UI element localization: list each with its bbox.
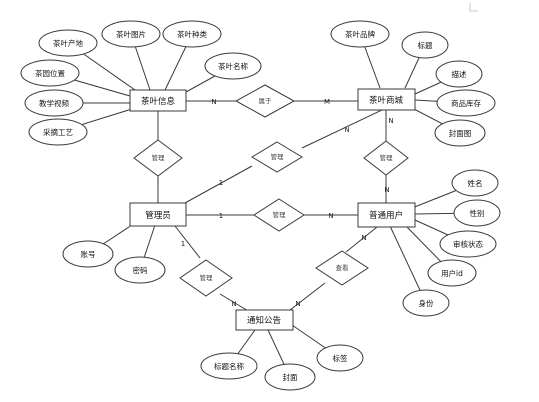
entity-tea-mall-label: 茶叶商城 xyxy=(369,95,404,106)
attr-tea-type: 茶叶种类 xyxy=(162,20,222,48)
relationship-manage-info-label: 管理 xyxy=(152,153,166,162)
card-mall-manage: N xyxy=(344,126,349,134)
card-notice-right: N xyxy=(295,300,300,308)
card-info-belongs: N xyxy=(211,98,216,106)
svg-text:封面图: 封面图 xyxy=(449,128,472,138)
card-user-view: N xyxy=(361,234,366,242)
attr-garden-location: 茶园位置 xyxy=(20,59,80,87)
entity-tea-info-label: 茶叶信息 xyxy=(141,96,176,107)
svg-text:账号: 账号 xyxy=(81,250,96,259)
svg-text:姓名: 姓名 xyxy=(468,178,483,188)
attr-stock: 商品库存 xyxy=(436,89,496,117)
relationship-manage-notice-label: 管理 xyxy=(200,273,214,282)
attr-notice-cover: 封面 xyxy=(264,363,316,391)
card-admin-mall: 1 xyxy=(219,179,223,187)
card-admin-user-1: 1 xyxy=(219,212,223,220)
cardinality-labels: N M N 1 1 N N N N 1 N N xyxy=(181,98,394,308)
attr-user-id: 用户id xyxy=(427,259,477,287)
attr-name: 姓名 xyxy=(451,169,499,197)
attr-cover-image: 封面图 xyxy=(434,119,486,147)
attr-description: 描述 xyxy=(435,60,483,88)
card-notice-left: N xyxy=(231,300,236,308)
relationship-belongs: 属于 xyxy=(234,84,296,118)
card-admin-user-n: N xyxy=(328,212,333,220)
relationship-belongs-label: 属于 xyxy=(259,97,273,105)
svg-text:封面: 封面 xyxy=(283,372,298,382)
relationship-manage-info: 管理 xyxy=(133,139,183,177)
svg-text:商品库存: 商品库存 xyxy=(451,98,481,108)
attr-picking-process: 采摘工艺 xyxy=(28,118,88,146)
relationship-manage-user-mall-label: 管理 xyxy=(380,153,394,162)
svg-text:茶叶产地: 茶叶产地 xyxy=(53,38,83,48)
attr-teaching-video: 教学视频 xyxy=(24,89,84,117)
svg-text:标题: 标题 xyxy=(418,40,433,50)
entity-tea-mall: 茶叶商城 xyxy=(357,88,416,111)
attr-tea-brand: 茶叶品牌 xyxy=(330,20,390,48)
entity-user: 普通用户 xyxy=(357,202,416,228)
attr-gender: 性别 xyxy=(453,199,501,227)
card-admin-notice: 1 xyxy=(181,240,185,248)
card-mall-user-bottom: N xyxy=(384,186,389,194)
entity-tea-info: 茶叶信息 xyxy=(129,89,187,112)
entity-admin-label: 管理员 xyxy=(145,210,171,221)
attr-account: 账号 xyxy=(62,240,114,268)
entity-user-label: 普通用户 xyxy=(369,210,403,221)
attr-password: 密码 xyxy=(114,256,166,284)
relationship-view: 查看 xyxy=(315,250,369,286)
entity-notice-label: 通知公告 xyxy=(247,315,281,326)
entity-admin: 管理员 xyxy=(129,202,187,227)
relationship-manage-user-mall: 管理 xyxy=(363,140,409,176)
attr-tag: 标签 xyxy=(316,344,364,372)
attr-mall-title: 标题 xyxy=(401,31,449,59)
relationship-manage-notice: 管理 xyxy=(179,259,233,297)
relationship-manage-user: 管理 xyxy=(253,198,305,232)
svg-text:审核状态: 审核状态 xyxy=(453,239,483,249)
svg-text:采摘工艺: 采摘工艺 xyxy=(43,127,73,137)
attr-identity: 身份 xyxy=(402,289,450,317)
svg-text:茶园位置: 茶园位置 xyxy=(35,68,65,78)
svg-text:标签: 标签 xyxy=(333,353,348,363)
relationship-manage-mall: 管理 xyxy=(251,141,303,173)
relationship-manage-user-label: 管理 xyxy=(273,210,287,219)
svg-text:茶叶种类: 茶叶种类 xyxy=(177,29,207,39)
svg-text:教学视频: 教学视频 xyxy=(39,98,69,108)
page-corner-mark xyxy=(469,3,478,12)
relationship-manage-mall-label: 管理 xyxy=(271,152,285,161)
attr-tea-name: 茶叶名称 xyxy=(204,52,262,80)
entity-notice: 通知公告 xyxy=(235,309,294,331)
svg-text:茶叶图片: 茶叶图片 xyxy=(116,29,146,39)
card-mall-user-top: N xyxy=(388,117,393,125)
relationship-view-label: 查看 xyxy=(336,263,350,272)
svg-text:茶叶名称: 茶叶名称 xyxy=(218,61,248,71)
svg-text:用户id: 用户id xyxy=(441,268,463,278)
svg-text:标题名称: 标题名称 xyxy=(214,361,244,371)
svg-text:性别: 性别 xyxy=(470,208,485,218)
attr-title-name: 标题名称 xyxy=(200,352,258,380)
svg-text:身份: 身份 xyxy=(419,298,434,308)
svg-text:茶叶品牌: 茶叶品牌 xyxy=(345,29,375,39)
attr-tea-origin: 茶叶产地 xyxy=(38,29,98,57)
attr-tea-image: 茶叶图片 xyxy=(101,20,161,48)
attr-review-status: 审核状态 xyxy=(439,230,497,258)
svg-text:描述: 描述 xyxy=(452,69,467,79)
svg-text:密码: 密码 xyxy=(133,265,148,275)
card-belongs-mall: M xyxy=(324,98,330,106)
